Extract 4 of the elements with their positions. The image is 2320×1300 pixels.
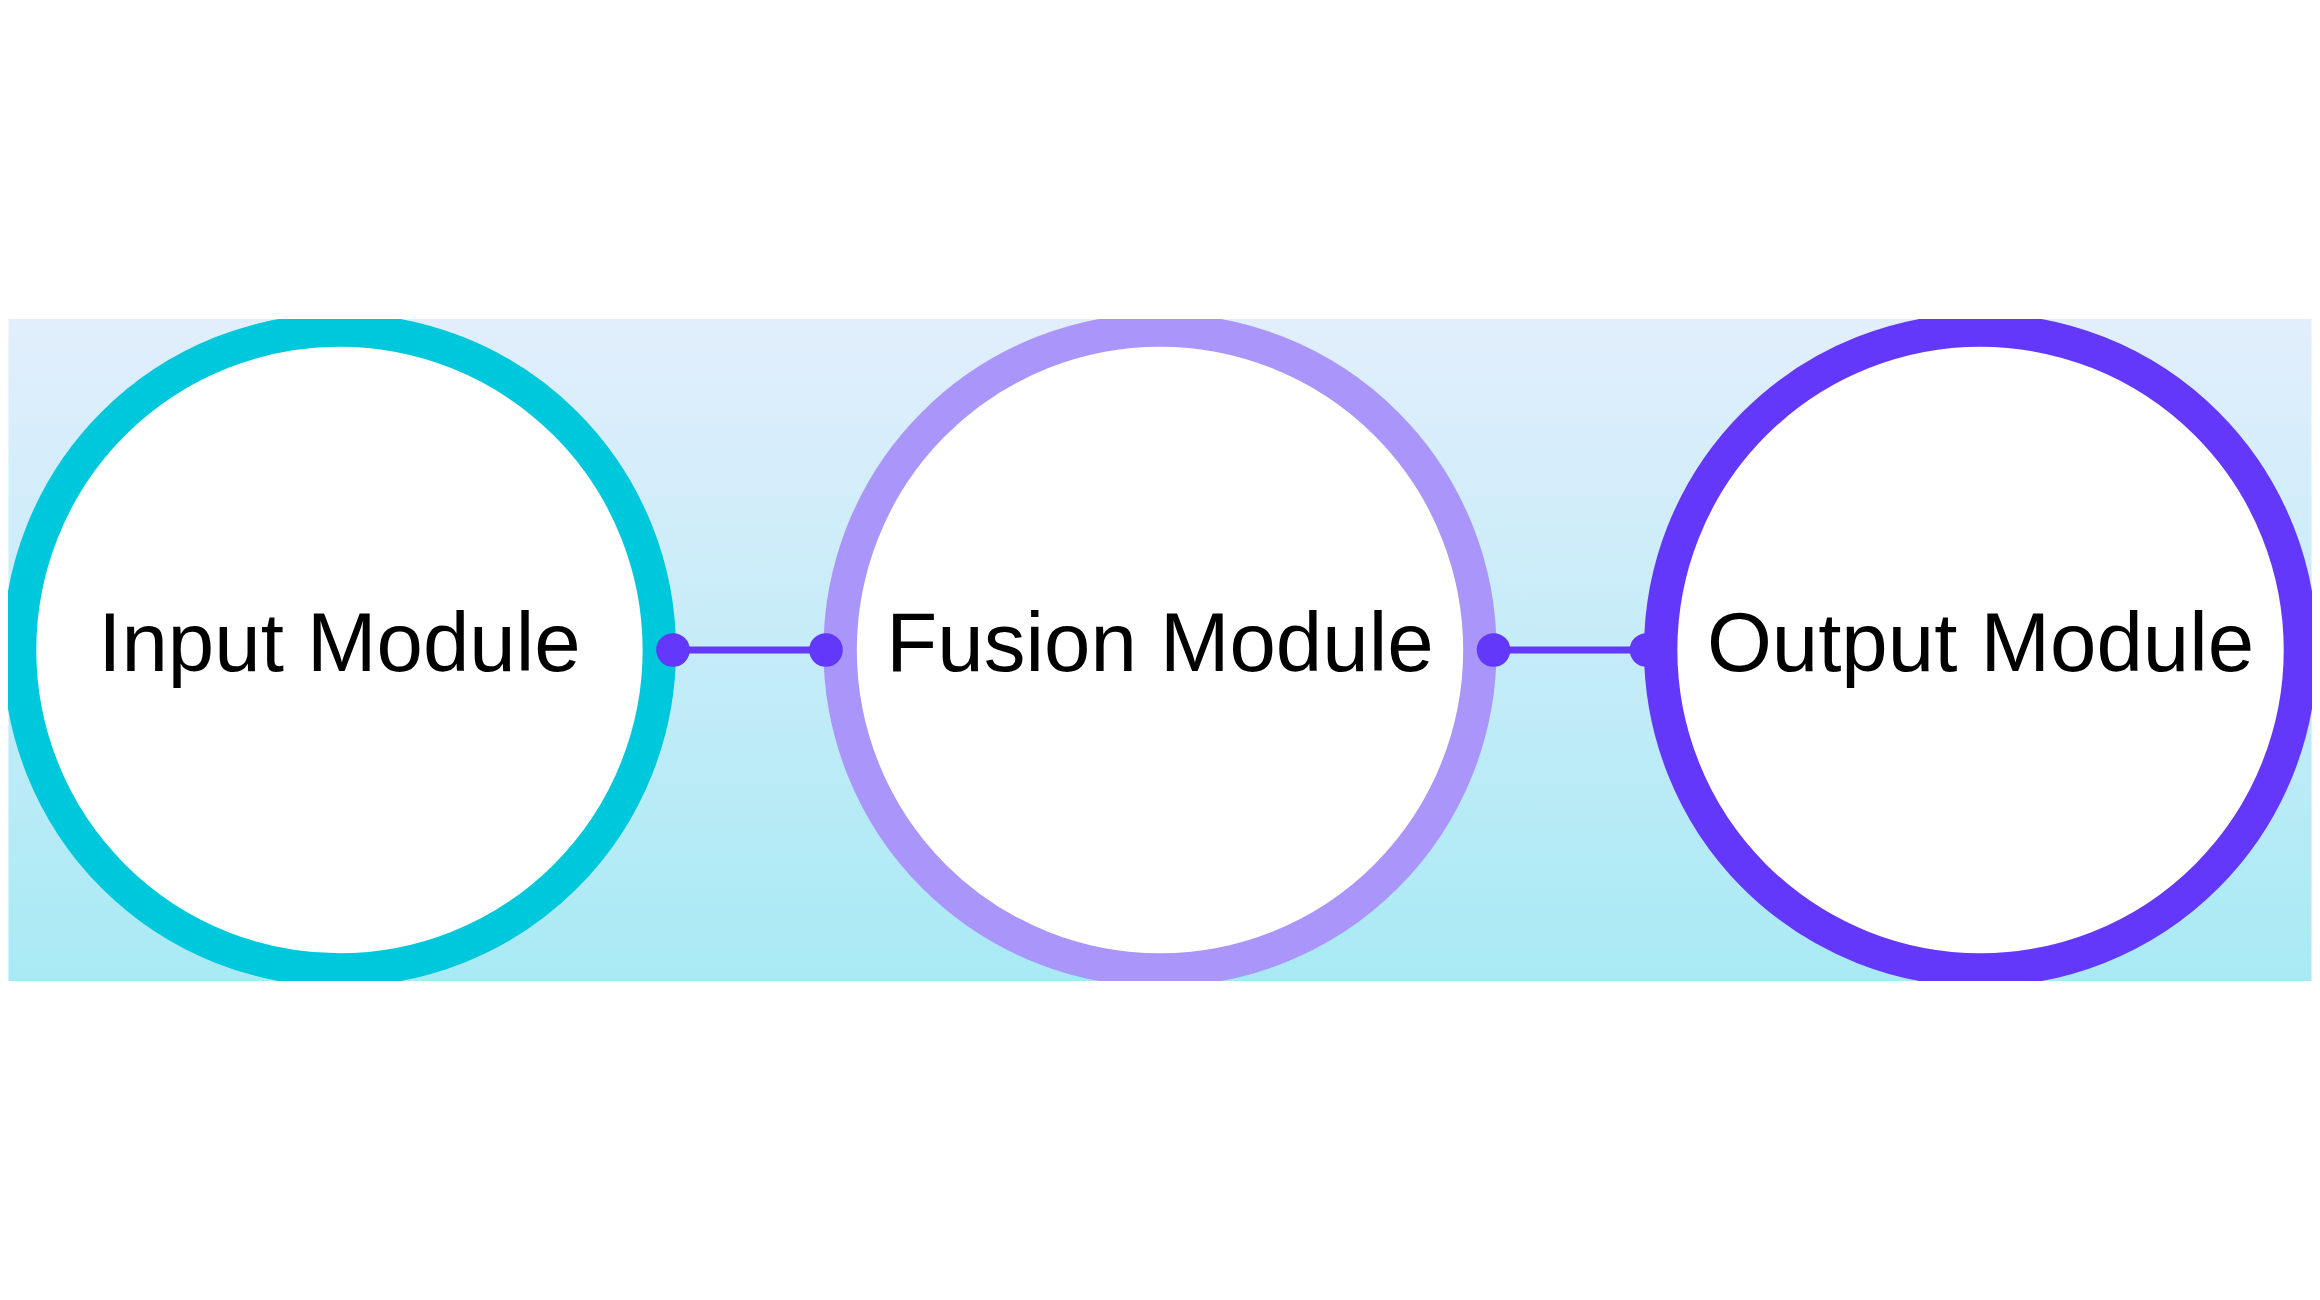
connector <box>656 633 843 667</box>
node-circle: Fusion Module <box>823 319 1497 981</box>
node-circle: Input Module <box>8 319 677 981</box>
node-circle: Output Module <box>1644 319 2312 981</box>
